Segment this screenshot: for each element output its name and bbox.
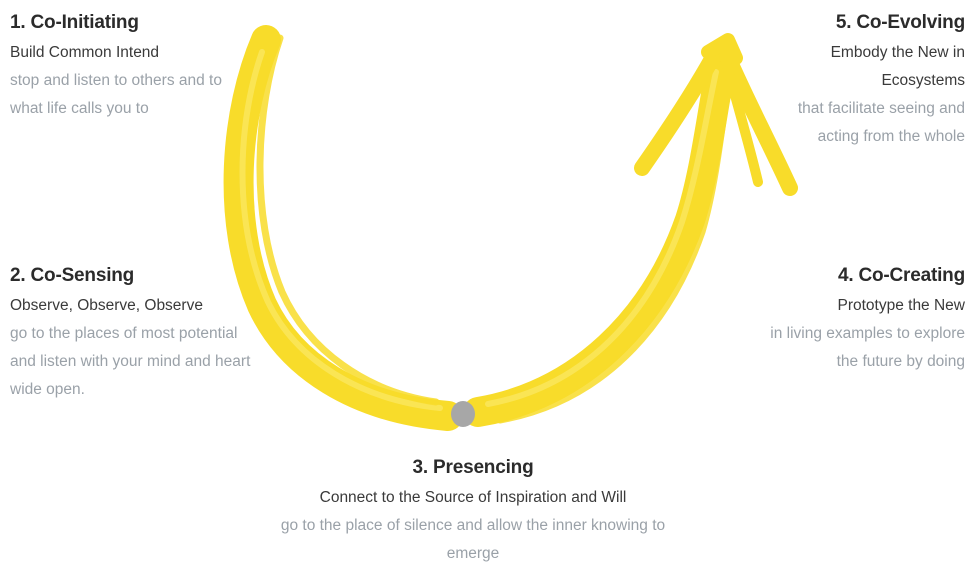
arrowhead-inner-stroke [719,50,763,187]
stage-subtitle: Observe, Observe, Observe [10,297,203,314]
stage-subtitle: Connect to the Source of Inspiration and… [319,489,627,506]
stage-description: in living examples to explore the future… [770,325,965,370]
right-curve-stroke-texture [485,69,719,407]
stage-title: 3. Presencing [412,457,534,478]
stage-title: 1. Co-Initiating [10,12,139,33]
stage-subtitle: Embody the New in Ecosystems [830,44,965,89]
stage-description: stop and listen to others and to what li… [10,72,222,117]
arrowhead-left-barb [634,40,726,176]
right-curve-stroke [463,47,737,427]
stage-title: 4. Co-Creating [837,265,965,286]
stage-co-sensing: 2. Co-Sensing Observe, Observe, Observe … [10,263,260,404]
stage-co-evolving: 5. Co-Evolving Embody the New in Ecosyst… [765,10,965,151]
stage-description: go to the place of silence and allow the… [280,517,666,562]
stage-subtitle: Build Common Intend [10,44,160,61]
arrowhead-tip [701,33,743,65]
stage-co-initiating: 1. Co-Initiating Build Common Intend sto… [10,10,240,123]
left-curve-stroke [223,25,463,431]
stage-title: 2. Co-Sensing [10,265,135,286]
presencing-dot [451,401,475,427]
stage-subtitle: Prototype the New [837,297,965,314]
right-curve-stroke-edge [496,66,734,424]
stage-description: go to the places of most potential and l… [10,325,251,398]
stage-title: 5. Co-Evolving [835,12,965,33]
left-curve-stroke-edge [256,34,440,406]
left-curve-stroke-texture [239,49,443,411]
stage-description: that facilitate seeing and acting from t… [797,100,965,145]
stage-co-creating: 4. Co-Creating Prototype the New in livi… [705,263,965,376]
stage-presencing: 3. Presencing Connect to the Source of I… [0,455,946,568]
